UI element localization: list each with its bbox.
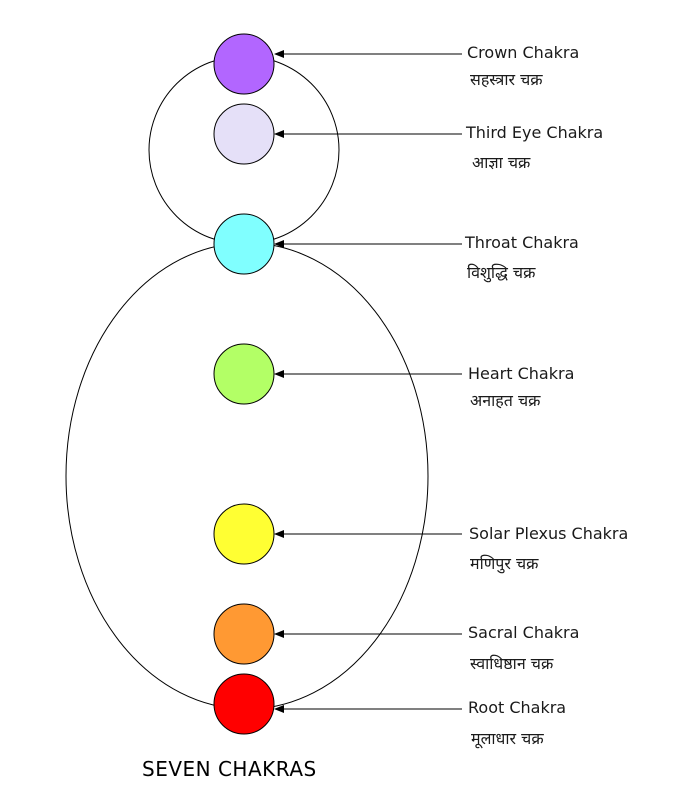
- throat-chakra-sanskrit-label: विशुद्धि चक्र: [467, 263, 536, 282]
- sacral-chakra-sanskrit-label: स्वाधिष्ठान चक्र: [470, 654, 554, 673]
- crown-chakra-circle: [213, 33, 275, 95]
- root-chakra-label: Root Chakra: [468, 698, 567, 717]
- solar-plexus-chakra-label: Solar Plexus Chakra: [469, 524, 629, 543]
- heart-chakra-circle: [213, 343, 275, 405]
- heart-chakra-label: Heart Chakra: [468, 364, 575, 383]
- throat-chakra-label: Throat Chakra: [465, 233, 579, 252]
- chakra-arrows: [274, 50, 462, 713]
- crown-chakra-sanskrit-label: सहस्त्रार चक्र: [470, 70, 543, 89]
- third-eye-chakra-sanskrit-label: आज्ञा चक्र: [472, 153, 531, 172]
- root-chakra-sanskrit-label: मूलाधार चक्र: [471, 729, 544, 748]
- sacral-chakra-circle: [213, 603, 275, 665]
- chakra-circles: [213, 33, 275, 735]
- third-eye-chakra-label: Third Eye Chakra: [466, 123, 604, 142]
- third-eye-chakra-circle: [213, 103, 275, 165]
- solar-plexus-chakra-sanskrit-label: मणिपुर चक्र: [470, 554, 539, 573]
- root-chakra-circle: [213, 673, 275, 735]
- solar-plexus-chakra-circle: [213, 503, 275, 565]
- throat-chakra-circle: [213, 213, 275, 275]
- diagram-title: SEVEN CHAKRAS: [142, 757, 317, 781]
- crown-chakra-label: Crown Chakra: [467, 43, 580, 62]
- sacral-chakra-label: Sacral Chakra: [468, 623, 580, 642]
- heart-chakra-sanskrit-label: अनाहत चक्र: [470, 391, 541, 410]
